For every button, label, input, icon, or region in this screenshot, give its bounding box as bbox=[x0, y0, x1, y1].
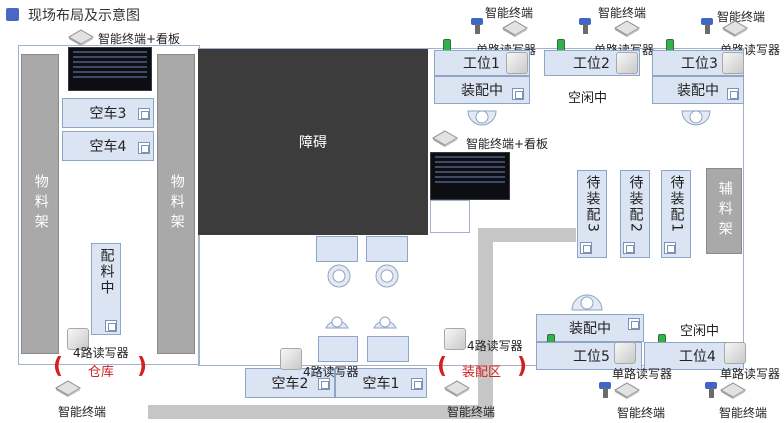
transport-path bbox=[478, 228, 576, 242]
transport-path bbox=[148, 405, 493, 419]
smart-terminal-icon bbox=[444, 380, 470, 397]
auxiliary-shelf: 辅料架 bbox=[706, 168, 742, 254]
four-channel-reader-icon bbox=[280, 348, 302, 370]
assembly-bracket-right: ) bbox=[517, 354, 528, 379]
smart-terminal-label: 智能终端 bbox=[485, 6, 534, 20]
empty-cart-1: 空车1 bbox=[335, 368, 427, 398]
smart-terminal-icon bbox=[432, 130, 458, 147]
cart-slot bbox=[316, 236, 358, 262]
assembly-area-label: 装配区 bbox=[462, 365, 502, 380]
rfid-tag-icon bbox=[727, 88, 739, 100]
smart-terminal-board-label: 智能终端+看板 bbox=[466, 137, 549, 151]
rfid-tag-icon bbox=[512, 88, 524, 100]
workstation-seat-icon bbox=[571, 294, 603, 311]
smart-terminal-label: 智能终端 bbox=[598, 6, 647, 20]
single-reader-icon bbox=[722, 52, 744, 74]
single-reader-label: 单路读写器 bbox=[612, 367, 673, 381]
scanner-icon bbox=[599, 382, 611, 398]
workstation-seat-icon bbox=[373, 316, 397, 329]
smart-terminal-icon bbox=[55, 380, 81, 397]
rfid-tag-icon bbox=[623, 242, 635, 254]
rfid-tag-icon bbox=[664, 242, 676, 254]
workstation-seat-icon bbox=[467, 110, 497, 126]
workstation-2-status: 空闲中 bbox=[568, 91, 608, 106]
smart-terminal-icon bbox=[502, 20, 528, 37]
title-marker bbox=[6, 8, 19, 21]
rfid-tag-icon bbox=[138, 142, 150, 154]
workstation-4-status: 空闲中 bbox=[680, 324, 720, 339]
smart-terminal-label: 智能终端 bbox=[719, 406, 768, 420]
four-channel-reader-label: 4路读写器 bbox=[467, 339, 523, 353]
single-reader-icon bbox=[724, 342, 746, 364]
material-shelf: 物料架 bbox=[157, 54, 195, 354]
single-reader-label: 单路读写器 bbox=[720, 367, 781, 381]
warehouse-label: 仓库 bbox=[88, 365, 115, 380]
workstation-seat-icon bbox=[681, 110, 711, 126]
workstation-seat-icon bbox=[327, 264, 351, 288]
smart-terminal-label: 智能终端 bbox=[717, 10, 766, 24]
scanner-icon bbox=[579, 18, 591, 34]
single-reader-icon bbox=[616, 52, 638, 74]
four-channel-reader-icon bbox=[67, 328, 89, 350]
rfid-tag-icon bbox=[105, 320, 117, 332]
scanner-icon bbox=[471, 18, 483, 34]
four-channel-reader-icon bbox=[444, 328, 466, 350]
warehouse-bracket-left: ( bbox=[53, 354, 64, 379]
cart-slot bbox=[366, 236, 408, 262]
single-reader-icon bbox=[614, 342, 636, 364]
workstation-seat-icon bbox=[375, 264, 399, 288]
empty-cart-3: 空车3 bbox=[62, 98, 154, 128]
four-channel-reader-label: 4路读写器 bbox=[303, 365, 359, 379]
smart-terminal-icon bbox=[614, 20, 640, 37]
smart-terminal-icon bbox=[614, 382, 640, 399]
cart-slot bbox=[367, 336, 409, 362]
smart-terminal-icon bbox=[720, 382, 746, 399]
smart-terminal-label: 智能终端 bbox=[617, 406, 666, 420]
workstation-seat-icon bbox=[325, 316, 349, 329]
smart-terminal-board-label: 智能终端+看板 bbox=[98, 32, 181, 46]
assembly-bracket-left: ( bbox=[437, 354, 448, 379]
kanban-board bbox=[430, 152, 510, 200]
rfid-tag-icon bbox=[628, 318, 640, 330]
four-channel-reader-label: 4路读写器 bbox=[73, 346, 129, 360]
smart-terminal-label: 智能终端 bbox=[447, 405, 496, 419]
scanner-icon bbox=[705, 382, 717, 398]
transport-path bbox=[478, 228, 493, 418]
scanner-icon bbox=[701, 18, 713, 34]
rfid-tag-icon bbox=[318, 378, 330, 390]
picking-cart: 配料中 bbox=[91, 243, 121, 335]
warehouse-bracket-right: ) bbox=[137, 354, 148, 379]
smart-terminal-label: 智能终端 bbox=[58, 405, 107, 419]
page-title: 现场布局及示意图 bbox=[28, 8, 140, 24]
rfid-tag-icon bbox=[411, 378, 423, 390]
obstacle-block: 障碍 bbox=[198, 49, 428, 235]
single-reader-icon bbox=[506, 52, 528, 74]
cart-slot bbox=[318, 336, 358, 362]
rfid-tag-icon bbox=[580, 242, 592, 254]
smart-terminal-icon bbox=[68, 29, 94, 46]
rfid-tag-icon bbox=[138, 108, 150, 120]
workstation-5-status: 装配中 bbox=[536, 314, 644, 342]
smart-terminal-icon bbox=[722, 20, 748, 37]
board-stand bbox=[430, 200, 470, 233]
material-shelf: 物料架 bbox=[21, 54, 59, 354]
empty-cart-2: 空车2 bbox=[245, 368, 335, 398]
kanban-board bbox=[68, 47, 152, 91]
